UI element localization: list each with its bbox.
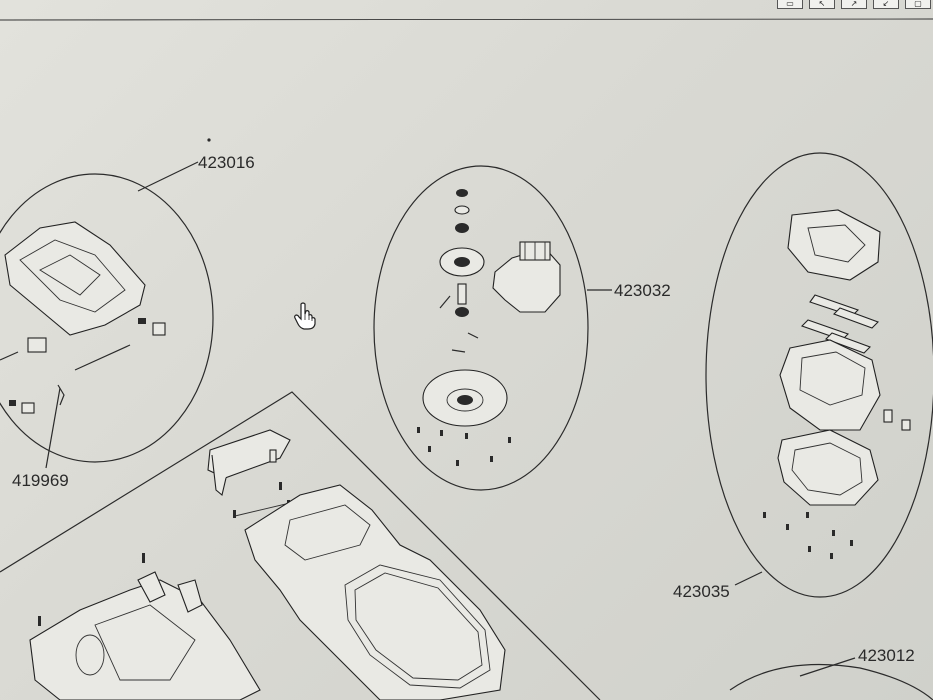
top-cover-part [4,221,146,336]
group-423032[interactable]: 423032 [373,165,671,491]
screw-part [142,553,145,563]
group-423012-outline [729,663,933,700]
group-423016-ellipse [0,173,214,463]
fan-hub-part [454,257,470,267]
motor-base-ring [446,388,484,412]
washer-part [456,189,468,197]
screw-part [138,318,146,324]
callout-423035[interactable]: 423035 [673,582,730,601]
main-body-opening [344,564,491,689]
clip-part [883,409,893,423]
stray-dot [207,138,211,142]
callout-423016[interactable]: 423016 [198,153,255,172]
wheel-mount-part [75,634,105,676]
screw-part [806,512,809,518]
callout-419969[interactable]: 419969 [12,471,69,490]
group-423032-ellipse [373,165,589,491]
leader-423012 [799,657,856,677]
viewer-toolbar: ▭ ↖ ↗ ↙ ▢ [777,0,933,10]
callout-423032[interactable]: 423032 [614,281,671,300]
zoom-arrow-icon[interactable]: ↗ [841,0,867,9]
screw-part [850,540,853,546]
fit-icon[interactable]: ▢ [905,0,931,9]
top-cover-recess [39,254,101,296]
seal-strip-part [825,332,871,354]
leader-423016 [137,161,199,192]
top-cover-inner [19,239,126,313]
screw-part [428,446,431,452]
clip-part [451,349,466,353]
lid-inner [807,224,866,263]
hand-pointer-icon [294,302,316,330]
shaft-bearing-part [455,307,469,317]
pan-arrow-icon[interactable]: ↙ [873,0,899,9]
clip-part [467,332,479,339]
lid-part [787,209,881,281]
seal-strip-part [833,307,879,329]
group-423012[interactable]: 423012 [729,646,933,700]
group-423016[interactable]: 423016 419969 [0,153,255,490]
screw-part [417,427,420,433]
group-423035-ellipse [705,152,933,598]
main-body-opening-inner [354,572,483,681]
screw-part [763,512,766,518]
tray-inner [791,442,863,496]
leader-423035 [734,571,763,586]
screw-part [465,433,468,439]
lower-chassis-recess [94,604,196,681]
clip-part [901,419,911,431]
screw-part [490,456,493,462]
screw-part [832,530,835,536]
clip-part [152,322,166,336]
handle-clip-part [269,449,277,463]
screw-part [440,430,443,436]
motor-base-hub [457,395,473,405]
small-screw-part [9,400,16,406]
rod-part [74,344,131,371]
select-arrow-icon[interactable]: ↖ [809,0,835,9]
washer-part [454,205,470,215]
callout-423012[interactable]: 423012 [858,646,915,665]
screw-part [786,524,789,530]
chassis-frame [0,391,601,700]
screw-part [808,546,811,552]
motor-part [492,247,561,313]
screw-part [456,460,459,466]
bracket-part [177,579,203,613]
screw-part [508,437,511,443]
housing-inner [799,351,866,406]
handle-part [207,429,291,479]
group-423035[interactable]: 423035 [673,152,933,601]
pin-part [0,351,19,361]
latch-part [27,337,47,353]
panel-icon[interactable]: ▭ [777,0,803,9]
screw-part [38,616,41,626]
main-body-recess [284,504,371,561]
leader-419969 [45,387,61,469]
small-block-part [21,402,35,414]
frame-top-line [0,18,933,21]
shaft-part [457,283,467,305]
handle-end-part [211,454,227,496]
tray-part [777,429,879,506]
screw-part [830,553,833,559]
key-part [439,295,451,309]
screw-part [233,510,236,518]
main-body-part [244,484,506,700]
bracket-part [137,571,166,603]
screw-part [279,482,282,490]
lower-chassis-part [29,579,261,700]
screw-leader [234,502,291,517]
chassis-frame-border [0,391,601,700]
bearing-part [455,223,469,233]
